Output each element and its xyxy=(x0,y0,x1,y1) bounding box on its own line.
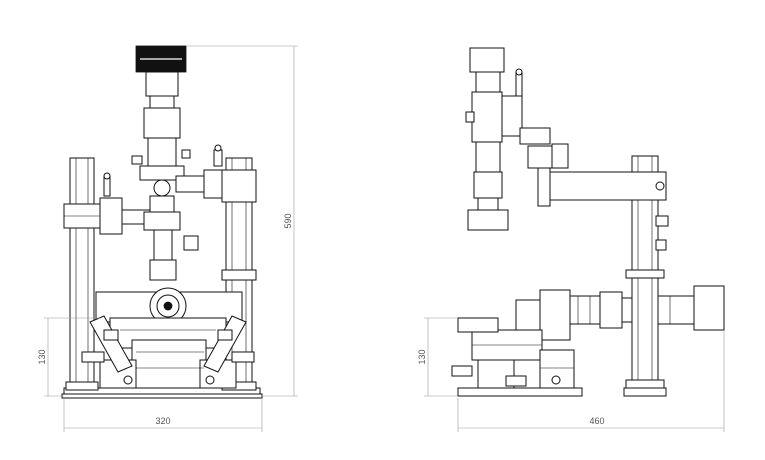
front-base-foot xyxy=(61,393,263,399)
side-stage xyxy=(451,299,575,389)
front-dimensions xyxy=(44,45,298,432)
front-left-pillar xyxy=(65,157,99,391)
front-view: 590 130 320 xyxy=(37,45,298,432)
side-base-right xyxy=(623,387,667,397)
front-width-label: 320 xyxy=(155,416,170,426)
side-view: 130 460 xyxy=(417,47,725,432)
side-dimensions xyxy=(424,317,725,432)
front-microscope xyxy=(131,45,223,281)
side-lens xyxy=(539,285,725,341)
side-base-left xyxy=(457,387,583,397)
front-base-height-label: 130 xyxy=(37,349,47,364)
front-right-pillar xyxy=(221,157,257,391)
front-height-label: 590 xyxy=(283,213,293,228)
side-arm xyxy=(527,143,667,207)
side-microscope xyxy=(465,47,551,231)
side-width-label: 460 xyxy=(589,416,604,426)
side-base-height-label: 130 xyxy=(417,349,427,364)
front-stage xyxy=(81,287,255,389)
